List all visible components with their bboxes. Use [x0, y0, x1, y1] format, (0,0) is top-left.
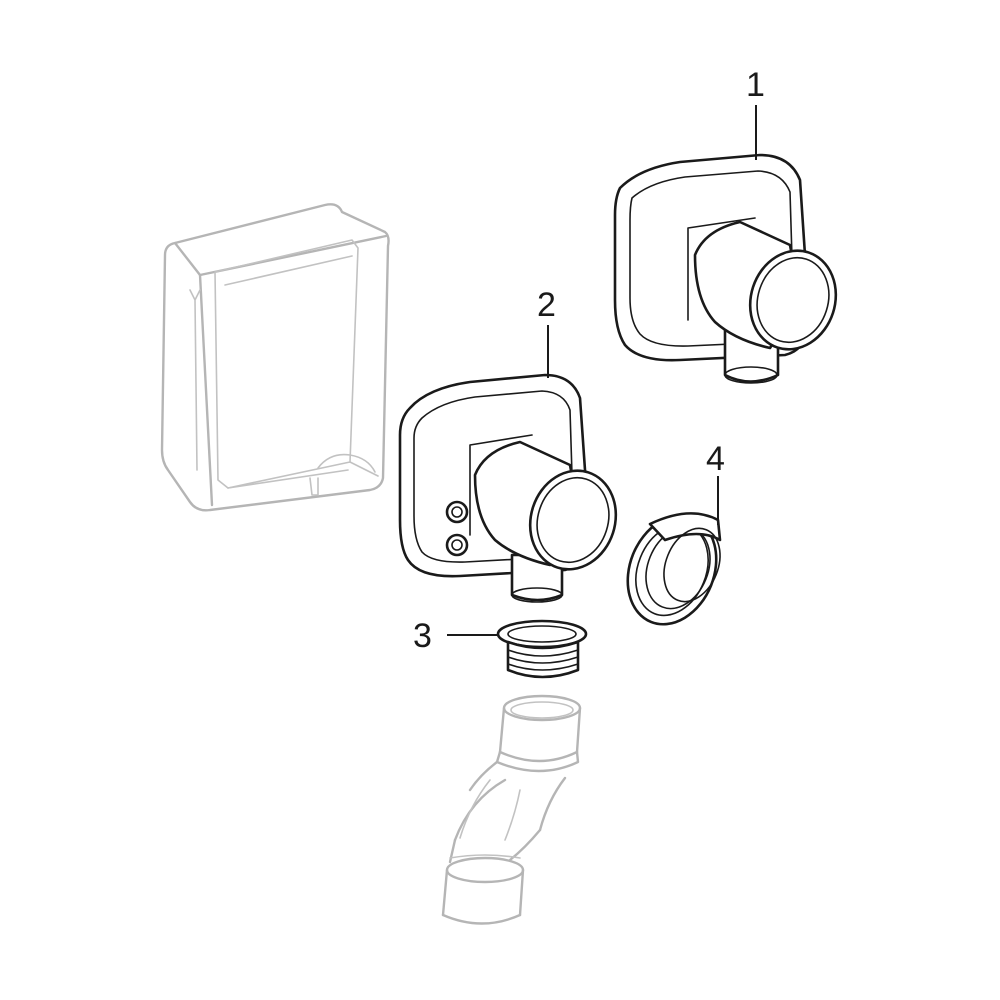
mounting-screw [445, 500, 469, 524]
part-2-wall-elbow [398, 373, 618, 603]
callout-number-4: 4 [706, 440, 725, 478]
callout-number-1: 1 [746, 66, 765, 104]
mounting-screw [445, 533, 469, 557]
concealed-box-outline [160, 203, 390, 512]
part-4-ring-seal [626, 512, 722, 626]
part-3-threaded-seal [496, 619, 588, 679]
callout-number-2: 2 [537, 286, 556, 324]
siphon-pipe-outline [441, 694, 582, 925]
callout-number-3: 3 [413, 617, 432, 655]
part-1-wall-elbow [613, 153, 838, 384]
